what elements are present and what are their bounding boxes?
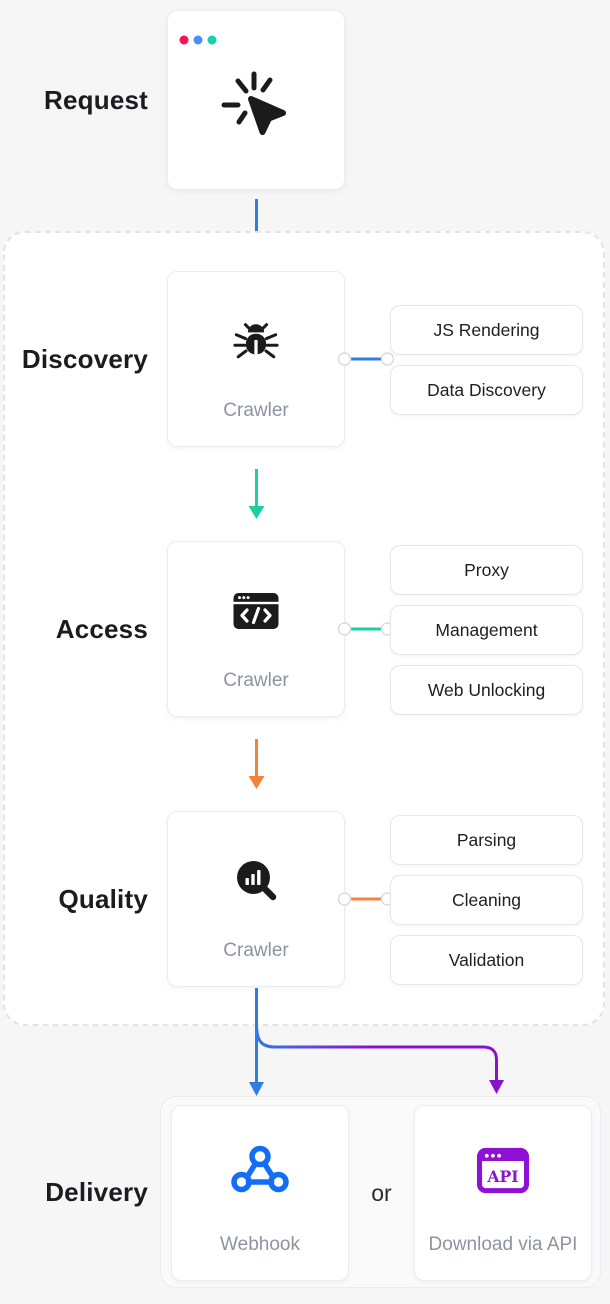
api-badge-text: API bbox=[486, 1167, 518, 1186]
crawler-caption: Crawler bbox=[223, 670, 289, 691]
pill-label: JS Rendering bbox=[433, 319, 540, 340]
quality-crawler-card: Crawler bbox=[167, 811, 345, 987]
bug-icon bbox=[233, 323, 279, 359]
feature-pill-parsing: Parsing bbox=[390, 815, 583, 865]
feature-pill-management: Management bbox=[390, 605, 583, 655]
feature-pill-cleaning: Cleaning bbox=[390, 875, 583, 925]
flow-connector-quality-delivery bbox=[249, 988, 504, 1096]
or-separator: or bbox=[371, 1179, 392, 1206]
feature-pill-web-unlocking: Web Unlocking bbox=[390, 665, 583, 715]
discovery-crawler-card: Crawler bbox=[167, 271, 345, 447]
pill-label: Validation bbox=[448, 949, 525, 970]
api-card: API Download via API bbox=[414, 1105, 592, 1281]
stage-label-discovery: Discovery bbox=[21, 344, 148, 374]
node-connector-quality bbox=[337, 892, 395, 906]
api-caption: Download via API bbox=[428, 1234, 578, 1255]
feature-pill-validation: Validation bbox=[390, 935, 583, 985]
stage-label-delivery: Delivery bbox=[45, 1177, 148, 1207]
pill-label: Cleaning bbox=[451, 889, 522, 910]
feature-pill-data-discovery: Data Discovery bbox=[390, 365, 583, 415]
request-window-card bbox=[167, 10, 345, 190]
stage-label-access: Access bbox=[55, 614, 148, 644]
pill-label: Data Discovery bbox=[427, 379, 546, 400]
delivery-options-group: Webhook or API Download via API bbox=[160, 1096, 601, 1288]
node-connector-access bbox=[337, 622, 395, 636]
feature-pill-proxy: Proxy bbox=[390, 545, 583, 595]
api-branch-line bbox=[255, 1023, 498, 1081]
webhook-card: Webhook bbox=[171, 1105, 349, 1281]
webhook-icon bbox=[231, 1145, 289, 1193]
stage-label-quality: Quality bbox=[58, 884, 148, 914]
search-stats-icon bbox=[237, 861, 277, 901]
crawler-caption: Crawler bbox=[223, 400, 289, 421]
pill-label: Proxy bbox=[464, 559, 509, 580]
pill-label: Parsing bbox=[456, 829, 517, 850]
feature-pill-js-rendering: JS Rendering bbox=[390, 305, 583, 355]
flow-arrow-access-quality bbox=[248, 739, 265, 789]
flow-arrow-discovery-access bbox=[248, 469, 265, 519]
code-window-icon bbox=[233, 593, 279, 629]
webhook-caption: Webhook bbox=[220, 1234, 300, 1255]
api-window-icon: API bbox=[476, 1147, 530, 1194]
pill-label: Management bbox=[435, 619, 538, 640]
crawler-caption: Crawler bbox=[223, 940, 289, 961]
access-crawler-card: Crawler bbox=[167, 541, 345, 717]
node-connector-discovery bbox=[337, 352, 395, 366]
cursor-click-icon bbox=[221, 71, 286, 135]
pill-label: Web Unlocking bbox=[427, 679, 546, 700]
stage-label-request: Request bbox=[44, 85, 148, 115]
window-dots bbox=[179, 35, 217, 45]
